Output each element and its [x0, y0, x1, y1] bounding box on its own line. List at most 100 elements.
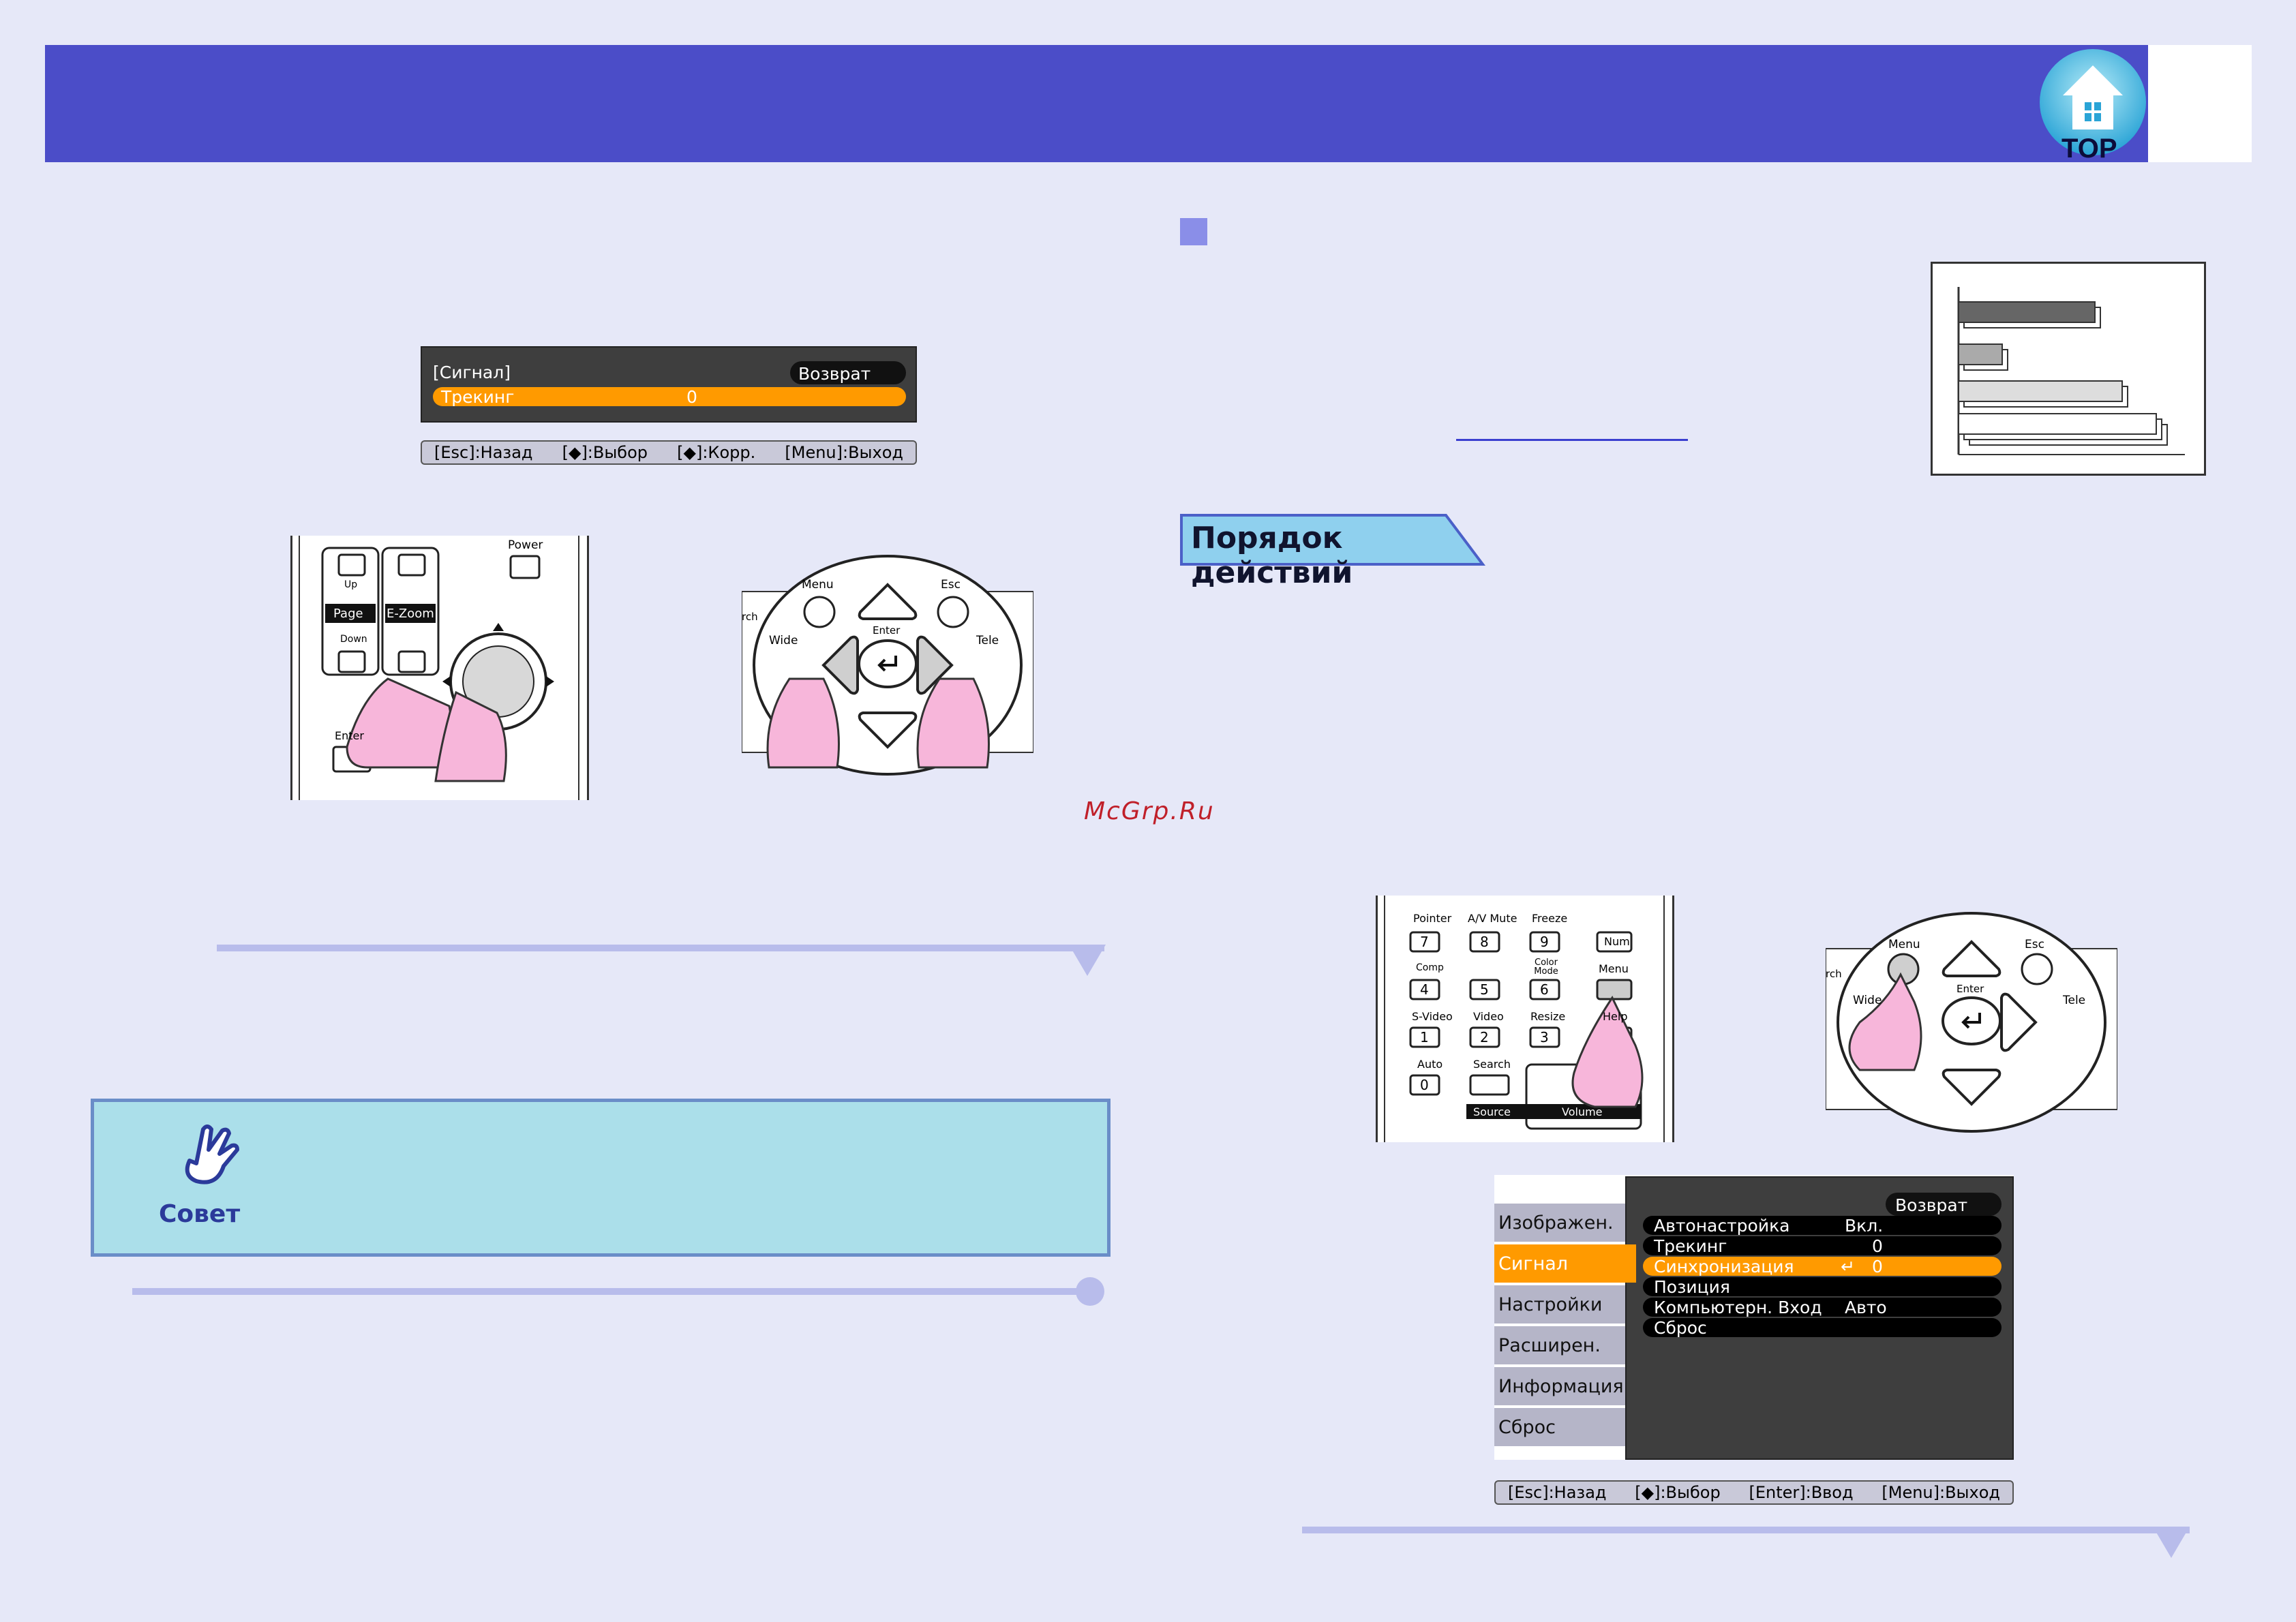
key-9[interactable]: 9 — [1540, 934, 1549, 950]
status-esc: [Esc]:Назад — [434, 443, 533, 462]
divider-line — [217, 945, 1104, 951]
status-esc: [Esc]:Назад — [1508, 1483, 1607, 1502]
status-select: [◆]:Выбор — [1635, 1483, 1721, 1502]
header-bar — [45, 45, 2148, 162]
panel-body-icon — [1826, 912, 2117, 1133]
pointing-hand-icon — [185, 1124, 239, 1184]
row-value: Авто — [1845, 1298, 1887, 1317]
key-5[interactable]: 5 — [1480, 981, 1489, 998]
key-6[interactable]: 6 — [1540, 981, 1549, 998]
menu-row[interactable]: Автонастройка Вкл. — [1643, 1216, 2002, 1236]
up-label: Up — [344, 579, 358, 590]
esc-label: Esc — [941, 578, 961, 592]
reference-link[interactable] — [1456, 439, 1688, 441]
search-label: rch — [1826, 968, 1842, 980]
source-label: Source — [1473, 1105, 1511, 1118]
menu-row-selected[interactable]: Синхронизация ↵ 0 — [1643, 1257, 2002, 1276]
menu-row[interactable]: Сброс — [1643, 1318, 2002, 1338]
menu-row[interactable]: Компьютерн. Вход Авто — [1643, 1298, 2002, 1317]
tab-signal[interactable]: Сигнал — [1494, 1244, 1636, 1283]
tab-extended[interactable]: Расширен. — [1494, 1326, 1625, 1364]
enter-label: Enter — [873, 624, 901, 637]
signal-menu: Возврат Автонастройка Вкл. Трекинг 0 Син… — [1494, 1175, 2014, 1506]
key-8[interactable]: 8 — [1480, 934, 1489, 950]
down-arrow-icon — [2153, 1527, 2190, 1558]
status-exit: [Menu]:Выход — [785, 443, 903, 462]
tab-settings[interactable]: Настройки — [1494, 1285, 1625, 1323]
return-pill[interactable]: Возврат — [790, 361, 906, 384]
menu-label: Menu — [1599, 962, 1629, 975]
row-value: Вкл. — [1845, 1216, 1884, 1236]
wide-label: Wide — [1853, 994, 1882, 1007]
remote-control-left: Up Page Down E-Zoom Power Enter — [290, 536, 589, 800]
enter-label: Enter — [335, 729, 364, 742]
status-adjust: [◆]:Корр. — [677, 443, 756, 462]
svideo-label: S-Video — [1412, 1010, 1453, 1023]
tracking-status-bar: [Esc]:Назад [◆]:Выбор [◆]:Корр. [Menu]:В… — [421, 440, 917, 465]
page-label: Page — [333, 607, 363, 621]
tracking-value: 0 — [686, 387, 697, 407]
av-mute-label: A/V Mute — [1468, 912, 1517, 925]
document-stack-icon — [1957, 287, 2185, 455]
procedure-tag: Порядок действий — [1180, 514, 1485, 590]
resize-label: Resize — [1530, 1010, 1566, 1023]
tab-reset[interactable]: Сброс — [1494, 1408, 1625, 1446]
esc-label: Esc — [2025, 938, 2044, 951]
signal-status-bar: [Esc]:Назад [◆]:Выбор [Enter]:Ввод [Menu… — [1494, 1480, 2014, 1505]
tracking-label: Трекинг — [441, 387, 515, 407]
tag-shape-icon — [1180, 514, 1485, 566]
return-pill[interactable]: Возврат — [1886, 1193, 2002, 1216]
volume-label: Volume — [1562, 1105, 1603, 1118]
row-label: Трекинг — [1654, 1236, 1727, 1256]
menu-label: Menu — [802, 578, 834, 592]
menu-row[interactable]: Трекинг 0 — [1643, 1236, 2002, 1256]
key-0[interactable]: 0 — [1420, 1077, 1429, 1093]
row-label: Компьютерн. Вход — [1654, 1298, 1822, 1317]
freeze-label: Freeze — [1532, 912, 1568, 925]
power-label: Power — [508, 538, 543, 552]
return-label: Возврат — [798, 364, 871, 384]
help-label: Help — [1603, 1010, 1628, 1023]
header-corner — [2148, 45, 2252, 162]
enter-icon: ↵ — [1841, 1257, 1855, 1276]
row-value: 0 — [1872, 1257, 1883, 1276]
home-icon — [2040, 49, 2146, 155]
comp-label: Comp — [1416, 962, 1444, 973]
panel-body-icon — [742, 555, 1033, 776]
status-exit: [Menu]:Выход — [1882, 1483, 2000, 1502]
status-enter: [Enter]:Ввод — [1749, 1483, 1854, 1502]
auto-label: Auto — [1417, 1058, 1443, 1071]
row-label: Автонастройка — [1654, 1216, 1790, 1236]
end-line — [132, 1288, 1093, 1295]
key-3[interactable]: 3 — [1540, 1029, 1549, 1045]
tracking-row[interactable]: Трекинг 0 — [433, 387, 906, 407]
menu-title: [Сигнал] — [433, 363, 511, 382]
key-7[interactable]: 7 — [1420, 934, 1429, 950]
remote-control-right: Pointer A/V Mute Freeze Num Comp Color M… — [1376, 896, 1674, 1142]
tip-box: Совет — [91, 1099, 1111, 1257]
video-label: Video — [1473, 1010, 1504, 1023]
tab-info[interactable]: Информация — [1494, 1367, 1625, 1405]
end-dot — [1076, 1277, 1104, 1306]
ezoom-label: E-Zoom — [387, 607, 434, 621]
key-4[interactable]: 4 — [1420, 981, 1429, 998]
pointer-label: Pointer — [1413, 912, 1452, 925]
control-panel-left: Menu Esc Enter Wide Tele rch — [742, 549, 1033, 781]
tele-label: Tele — [2063, 994, 2086, 1007]
top-button[interactable]: TOP — [2038, 48, 2150, 165]
signal-submenu: Возврат Автонастройка Вкл. Трекинг 0 Син… — [1625, 1176, 2014, 1460]
down-arrow-icon — [1069, 945, 1106, 976]
enter-label: Enter — [1957, 983, 1984, 995]
down-label: Down — [340, 634, 367, 645]
divider-line — [1302, 1527, 2190, 1533]
pages-thumbnail — [1931, 262, 2206, 476]
search-label: rch — [742, 611, 758, 623]
tab-image[interactable]: Изображен. — [1494, 1204, 1625, 1242]
key-2[interactable]: 2 — [1480, 1029, 1489, 1045]
row-label: Позиция — [1654, 1277, 1730, 1297]
control-panel-right: Menu Esc Enter Wide Tele rch — [1826, 906, 2117, 1138]
wide-label: Wide — [769, 634, 798, 647]
key-1[interactable]: 1 — [1420, 1029, 1429, 1045]
remote-body-icon — [299, 536, 579, 800]
menu-row[interactable]: Позиция — [1643, 1277, 2002, 1297]
